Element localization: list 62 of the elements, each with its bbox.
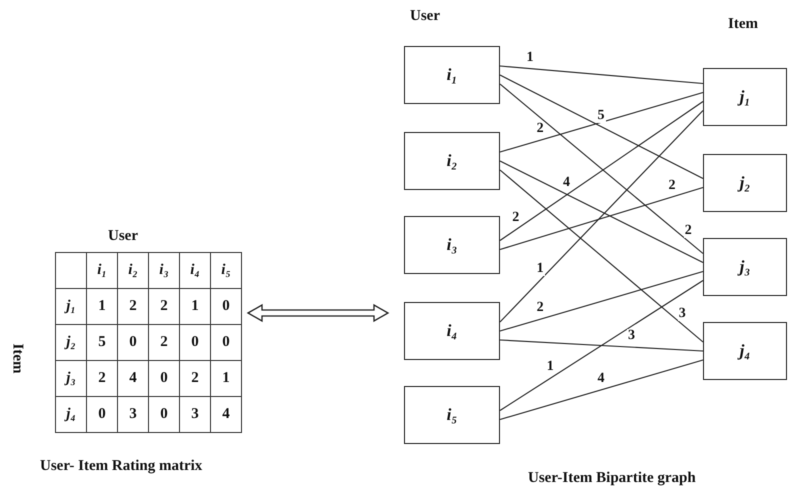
user-header: i₃ <box>148 252 180 288</box>
user-header: i₂ <box>118 252 148 288</box>
item-column-heading: Item <box>728 16 758 33</box>
connector-line <box>500 170 704 342</box>
rating-value: 4 <box>118 360 148 396</box>
rating-value: 1 <box>86 288 118 324</box>
rating-value: 2 <box>148 324 180 360</box>
connector-line <box>500 74 704 179</box>
connector-line <box>500 280 704 411</box>
item-header: j₃ <box>56 360 86 396</box>
user-node-box: i₄ <box>404 302 500 360</box>
connector-line <box>500 110 704 322</box>
rating-value: 0 <box>86 396 118 432</box>
item-node-box: j₂ <box>703 154 787 212</box>
matrix-caption: User- Item Rating matrix <box>40 458 202 475</box>
rating-value: 2 <box>118 288 148 324</box>
edge-label: 5 <box>596 108 606 123</box>
connector-line <box>500 270 704 332</box>
rating-value: 0 <box>180 324 210 360</box>
rating-value: 0 <box>148 396 180 432</box>
user-header: i₄ <box>180 252 210 288</box>
rating-value: 0 <box>210 288 242 324</box>
item-header: j₄ <box>56 396 86 432</box>
rating-value: 0 <box>148 360 180 396</box>
edge-label: 1 <box>536 262 545 276</box>
rating-value: 0 <box>118 324 148 360</box>
edge-label: 2 <box>684 224 693 238</box>
row-heading: Item <box>8 344 26 374</box>
user-column-heading: User <box>410 8 440 25</box>
connector-line <box>500 65 704 84</box>
rating-value: 2 <box>86 360 118 396</box>
graph-caption: User-Item Bipartite graph <box>528 470 696 487</box>
user-header: i₁ <box>86 252 118 288</box>
connector-line <box>500 359 704 420</box>
user-header: i₅ <box>210 252 242 288</box>
rating-value: 4 <box>210 396 242 432</box>
user-node-box: i₂ <box>404 132 500 190</box>
item-header: j₂ <box>56 324 86 360</box>
item-node-box: j₁ <box>703 68 787 126</box>
rating-value: 0 <box>210 324 242 360</box>
connector-line <box>500 186 704 250</box>
rating-value: 3 <box>118 396 148 432</box>
double-arrow <box>246 304 390 322</box>
connector-line <box>500 160 704 263</box>
connector-line <box>500 92 704 153</box>
item-node-box: j₃ <box>703 238 787 296</box>
rating-value: 5 <box>86 324 118 360</box>
user-node-box: i₃ <box>404 216 500 274</box>
item-node-box: j₄ <box>703 322 787 380</box>
connector-line <box>500 339 704 352</box>
rating-value: 2 <box>180 360 210 396</box>
connector-line <box>500 84 704 254</box>
rating-value: 1 <box>180 288 210 324</box>
rating-value: 1 <box>210 360 242 396</box>
user-node-box: i₅ <box>404 386 500 444</box>
user-node-box: i₁ <box>404 46 500 104</box>
item-header: j₁ <box>56 288 86 324</box>
rating-value: 2 <box>148 288 180 324</box>
column-heading: User <box>108 228 138 245</box>
rating-value: 3 <box>180 396 210 432</box>
connector-line <box>500 101 704 241</box>
edge-label: 3 <box>678 306 687 321</box>
